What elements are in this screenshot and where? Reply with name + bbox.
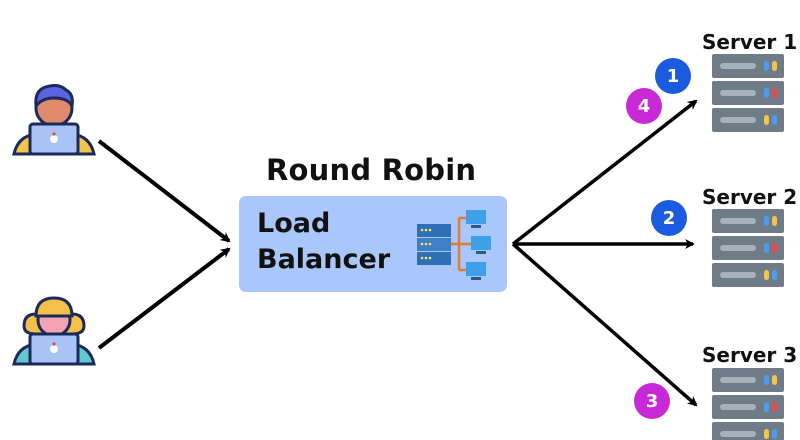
load-balancer-box: Load Balancer (239, 196, 507, 292)
badge-2: 2 (651, 200, 687, 236)
server-3-icon (712, 368, 784, 440)
badge-4: 4 (626, 88, 662, 124)
badge-1: 1 (655, 58, 691, 94)
client-1-icon (12, 84, 96, 156)
arrow-lb-to-server3 (511, 242, 698, 407)
server-1-icon (712, 54, 784, 132)
diagram-title: Round Robin (266, 153, 477, 187)
server-2-icon (712, 209, 784, 287)
arrow-client2-to-lb (97, 247, 231, 350)
load-balancer-network-icon (417, 210, 491, 280)
load-balancer-line2: Balancer (257, 244, 391, 275)
arrow-client1-to-lb (97, 139, 231, 243)
server-2-label: Server 2 (702, 185, 798, 209)
load-balancer-line1: Load (257, 208, 331, 239)
arrow-lb-to-server1 (511, 99, 698, 246)
client-2-icon (12, 296, 96, 366)
server-3-label: Server 3 (702, 343, 798, 367)
server-1-label: Server 1 (702, 30, 798, 54)
badge-3: 3 (634, 383, 670, 419)
load-balancer-label: Load Balancer (257, 206, 390, 278)
